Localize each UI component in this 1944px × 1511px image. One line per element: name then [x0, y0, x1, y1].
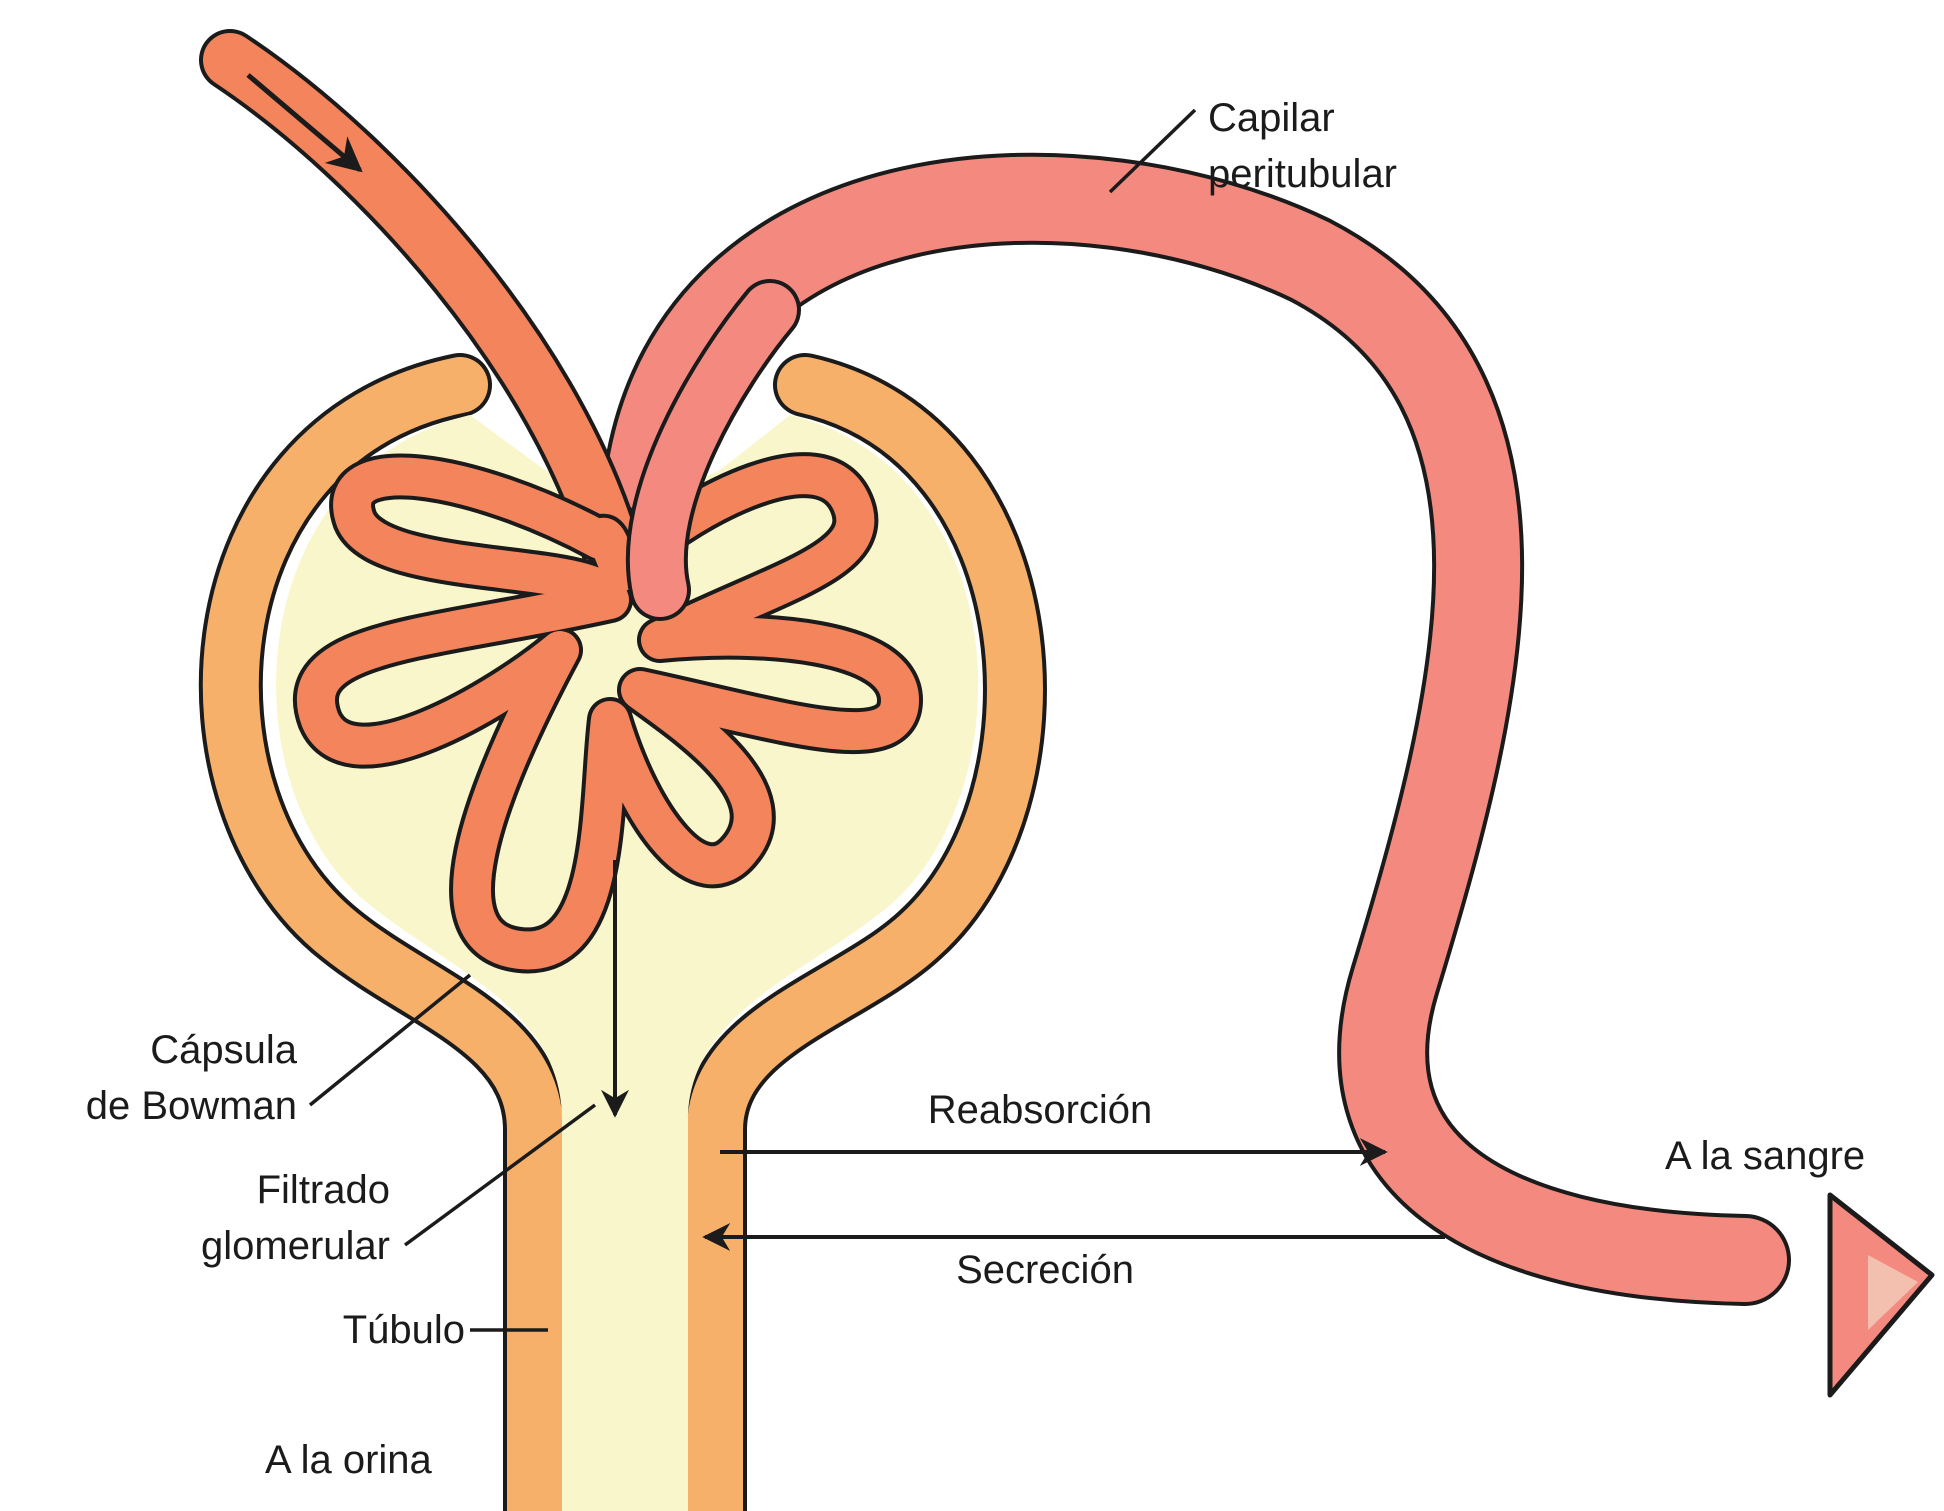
filtrado-label-line2: glomerular [100, 1218, 390, 1274]
capilar-label-line2: peritubular [1208, 146, 1397, 202]
capsula-bowman-label: Cápsula de Bowman [20, 1022, 297, 1134]
tubulo-label: Túbulo [200, 1302, 465, 1358]
reabsorcion-label: Reabsorción [880, 1082, 1200, 1138]
a-la-sangre-label: A la sangre [1665, 1128, 1865, 1184]
capsula-label-line2: de Bowman [20, 1078, 297, 1134]
capsula-label-line1: Cápsula [20, 1022, 297, 1078]
filtrado-glomerular-label: Filtrado glomerular [100, 1162, 390, 1274]
secrecion-label: Secreción [905, 1242, 1185, 1298]
a-la-orina-label: A la orina [265, 1432, 432, 1488]
filtrado-label-line1: Filtrado [100, 1162, 390, 1218]
capilar-label-line1: Capilar [1208, 90, 1397, 146]
capilar-peritubular-label: Capilar peritubular [1208, 90, 1397, 202]
